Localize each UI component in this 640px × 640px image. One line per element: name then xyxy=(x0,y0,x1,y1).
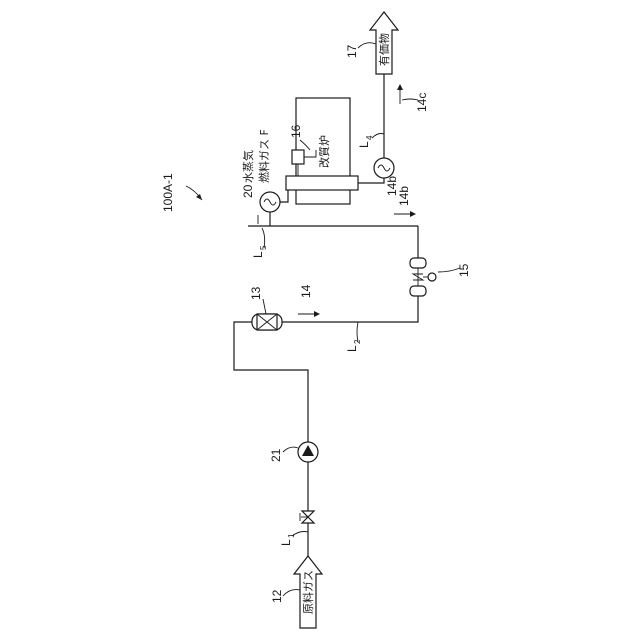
label-l5: L xyxy=(251,251,265,258)
label-14b: 14b xyxy=(397,186,411,206)
label-20: 20 xyxy=(241,184,255,198)
label-14c: 14c xyxy=(415,93,429,112)
pump-icon xyxy=(298,442,318,462)
label-14b-vertical: 14b xyxy=(385,176,399,196)
flow-14b-arrowhead xyxy=(410,211,416,217)
raw-gas-inlet-arrow: 原料ガス xyxy=(294,556,322,628)
leader-21 xyxy=(283,447,298,452)
leader-l2 xyxy=(357,322,358,342)
valve-icon xyxy=(300,511,314,523)
leader-14c xyxy=(402,99,418,100)
reformer-furnace: 改質炉 xyxy=(286,98,358,204)
figure-id-leader-arrow xyxy=(196,194,202,200)
label-16: 16 xyxy=(289,124,303,138)
flow-14-arrowhead xyxy=(314,311,320,317)
label-l2: L xyxy=(345,345,359,352)
label-12: 12 xyxy=(270,589,284,603)
steam-label: 水蒸気 xyxy=(241,150,255,183)
raw-gas-label: 原料ガス xyxy=(301,570,315,614)
label-17: 17 xyxy=(345,44,359,58)
heat-exchanger-20-icon xyxy=(260,192,280,212)
label-14: 14 xyxy=(299,284,313,298)
line-l2 xyxy=(282,296,418,322)
line-pump-to-13 xyxy=(234,322,308,442)
leader-13 xyxy=(263,299,266,314)
leader-12 xyxy=(283,590,300,596)
leader-l5 xyxy=(262,228,265,248)
label-l1: L xyxy=(279,539,293,546)
label-13: 13 xyxy=(249,286,263,300)
unit-15-icon xyxy=(410,258,436,296)
line-reformer-to-hx xyxy=(358,178,384,183)
heat-exchanger-l4-icon xyxy=(374,158,394,178)
label-l4: L xyxy=(357,141,371,148)
product-label: 有価物 xyxy=(377,33,391,66)
label-21: 21 xyxy=(269,448,283,462)
leader-17 xyxy=(358,43,376,48)
line-20-to-reformer xyxy=(280,190,288,202)
figure-id: 100A-1 xyxy=(161,173,175,212)
unit-13-icon xyxy=(252,314,282,330)
flow-14c-arrowhead xyxy=(397,84,403,90)
fuel-gas-label: 燃料ガス F xyxy=(257,129,271,183)
reformer-label: 改質炉 xyxy=(317,135,331,168)
label-l5-sub: 5 xyxy=(259,245,268,250)
label-15: 15 xyxy=(457,263,471,277)
